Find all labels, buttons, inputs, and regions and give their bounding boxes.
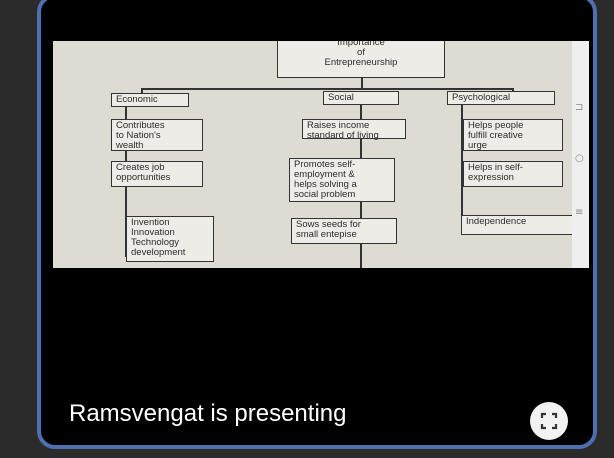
connector-line xyxy=(361,78,363,89)
social-item: Promotes self- employment & helps solvin… xyxy=(289,158,395,202)
economic-item: Contributes to Nation's wealth xyxy=(111,119,203,151)
presenter-label: Ramsvengat is presenting xyxy=(69,400,347,427)
slide-title-box: Importance of Entrepreneurship xyxy=(277,41,445,78)
meeting-video-tile[interactable]: Importance of Entrepreneurship Economic … xyxy=(37,0,597,449)
connector-line xyxy=(141,88,143,93)
shared-slide: Importance of Entrepreneurship Economic … xyxy=(53,41,589,268)
menu-icon: ≡ xyxy=(575,207,584,218)
connector-line xyxy=(512,88,514,93)
psychological-item: Independence xyxy=(461,215,575,235)
connector-line xyxy=(461,105,463,230)
home-icon: ○ xyxy=(575,153,584,164)
category-psychological: Psychological xyxy=(447,91,555,105)
connector-line xyxy=(141,88,513,90)
category-social: Social xyxy=(323,91,399,105)
category-economic: Economic xyxy=(111,93,189,107)
economic-item: Creates job opportunities xyxy=(111,161,203,187)
slide-side-strip: ⊐ ○ ≡ xyxy=(572,41,589,268)
social-item: Sows seeds for small entepise xyxy=(291,218,397,244)
recent-apps-icon: ⊐ xyxy=(575,102,584,113)
social-item: Raises income standard of living xyxy=(302,119,406,141)
economic-item: Invention Innovation Technology developm… xyxy=(126,216,214,262)
psychological-item: Helps people fulfill creative urge xyxy=(463,119,563,151)
psychological-item: Helps in self- expression xyxy=(463,161,563,187)
fullscreen-button[interactable] xyxy=(530,402,568,440)
fullscreen-icon xyxy=(540,412,558,430)
